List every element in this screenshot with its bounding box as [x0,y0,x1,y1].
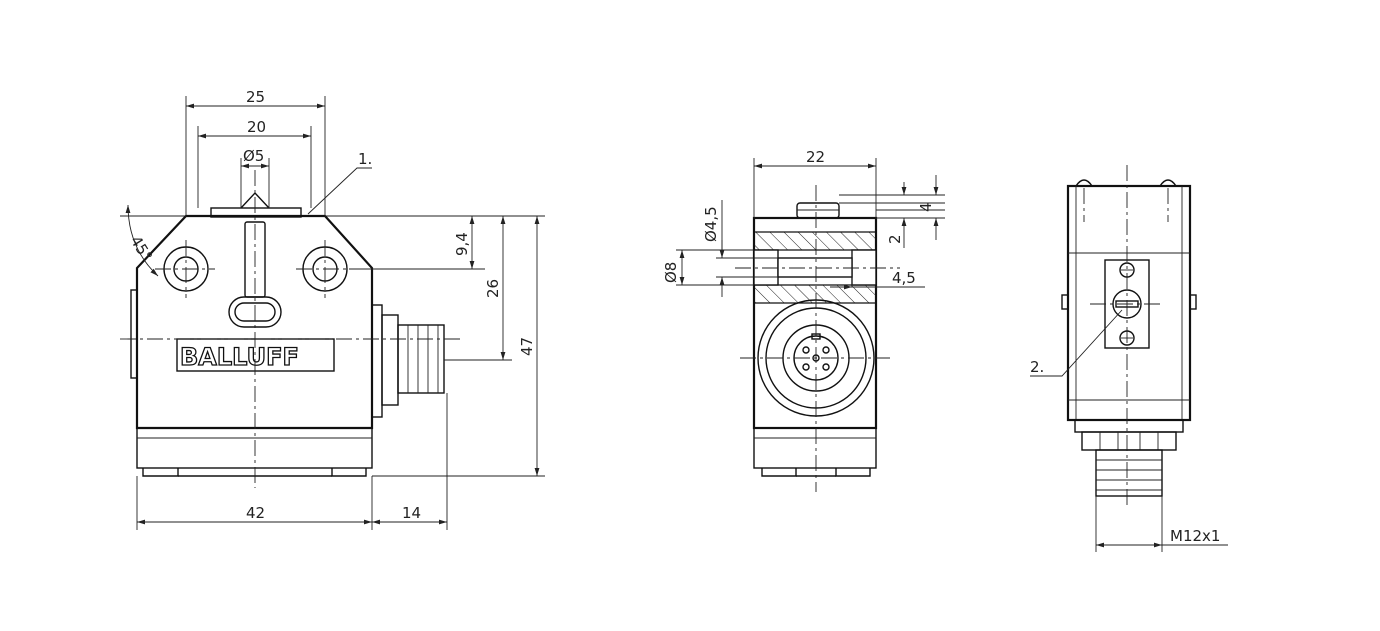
front-view: BALLUFF 25 20 [120,88,545,530]
side-base [753,427,877,469]
callout-1: 1. [358,150,372,168]
dim-9-4: 9,4 [453,232,471,256]
front-foot-left [142,468,179,477]
dim-d8: Ø8 [662,262,680,283]
dim-2: 2 [886,234,904,244]
front-top-plate [210,207,302,218]
dim-d4-5: Ø4,5 [702,206,720,242]
rear-collar [1074,419,1184,433]
rear-bump-left [1075,179,1093,187]
dim-26: 26 [484,279,502,298]
angle-45: 45° [127,233,156,265]
dim-d5: Ø5 [243,147,264,165]
rear-body-outline [1066,184,1192,422]
pin-4 [822,363,830,371]
dim-42: 42 [246,504,265,522]
side-section-lower [753,284,877,304]
front-body-outline [135,214,374,430]
dim-22: 22 [806,148,825,166]
left-nub [130,289,138,379]
brand-logo: BALLUFF [180,343,299,371]
dim-14: 14 [402,504,421,522]
dim-4-5: 4,5 [892,269,916,287]
side-bore [777,257,853,278]
front-foot-right [331,468,367,477]
connector-hex [381,314,399,406]
pin-3 [802,363,810,371]
side-view: 22 Ø4,5 Ø8 4,5 2 4 [662,148,945,492]
dim-4: 4 [917,202,935,212]
side-section-upper [753,231,877,251]
connector-flange [371,304,383,418]
callout-2: 2. [1030,358,1044,376]
thread-m12x1: M12x1 [1170,527,1220,545]
dim-25: 25 [246,88,265,106]
front-base [136,427,373,469]
side-counterbore-right [851,249,877,286]
rear-plug [1095,449,1163,497]
connector-plug [397,324,445,394]
rear-hex [1081,431,1177,451]
pin-1 [802,346,810,354]
angle-45-arc [125,204,159,277]
callout-2-leader [1030,309,1123,377]
pin-2 [822,346,830,354]
dim-47: 47 [518,337,536,356]
side-top-pin [796,202,840,219]
side-counterbore-left [753,249,779,286]
callout-1-leader [307,167,372,215]
dim-20: 20 [247,118,266,136]
rear-bump-right [1159,179,1177,187]
rear-view: 2. M12x1 [1030,165,1228,552]
